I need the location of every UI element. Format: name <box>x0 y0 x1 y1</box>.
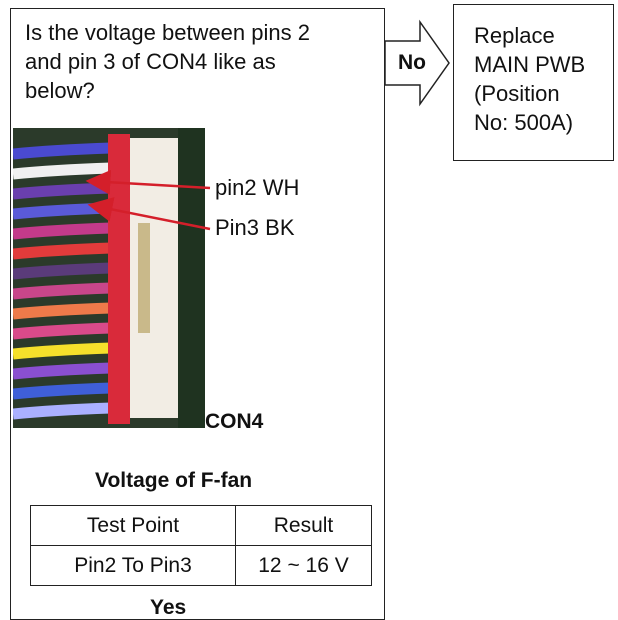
cell-test-point: Pin2 To Pin3 <box>31 546 236 586</box>
result-line: Replace <box>474 21 614 50</box>
connector-pins <box>138 223 150 333</box>
wire <box>13 208 111 214</box>
wire <box>13 348 111 354</box>
table-row: Pin2 To Pin3 12 ~ 16 V <box>31 546 372 586</box>
wire <box>13 288 111 294</box>
pin3-label: Pin3 BK <box>215 215 295 241</box>
wire <box>13 388 111 394</box>
wire <box>13 148 111 154</box>
question-line: and pin 3 of CON4 like as <box>25 47 375 76</box>
no-branch-label: No <box>398 51 426 75</box>
connector-shell <box>130 138 178 418</box>
wire <box>13 328 111 334</box>
wire <box>13 168 111 174</box>
voltage-table: Test Point Result Pin2 To Pin3 12 ~ 16 V <box>30 505 372 586</box>
question-line: below? <box>25 76 375 105</box>
wire <box>13 248 111 254</box>
question-text: Is the voltage between pins 2 and pin 3 … <box>25 18 375 105</box>
result-box: Replace MAIN PWB (Position No: 500A) <box>453 4 614 161</box>
pcb-edge <box>178 128 205 428</box>
wire <box>13 408 111 414</box>
yes-branch-label-cutoff: Yes <box>150 596 186 620</box>
table-header-row: Test Point Result <box>31 506 372 546</box>
pin2-label: pin2 WH <box>215 175 299 201</box>
wire <box>13 268 111 274</box>
voltage-title: Voltage of F-fan <box>95 469 252 493</box>
cell-result: 12 ~ 16 V <box>236 546 372 586</box>
connector-label: CON4 <box>205 410 263 434</box>
result-line: No: 500A) <box>474 108 614 137</box>
question-line: Is the voltage between pins 2 <box>25 18 375 47</box>
connector-photo <box>13 128 205 428</box>
header-result: Result <box>236 506 372 546</box>
result-line: MAIN PWB <box>474 50 614 79</box>
wire <box>13 308 111 314</box>
header-test-point: Test Point <box>31 506 236 546</box>
wire <box>13 188 111 194</box>
wire <box>13 228 111 234</box>
connector-body <box>108 134 130 424</box>
result-line: (Position <box>474 79 614 108</box>
result-text: Replace MAIN PWB (Position No: 500A) <box>474 21 614 137</box>
wire <box>13 368 111 374</box>
